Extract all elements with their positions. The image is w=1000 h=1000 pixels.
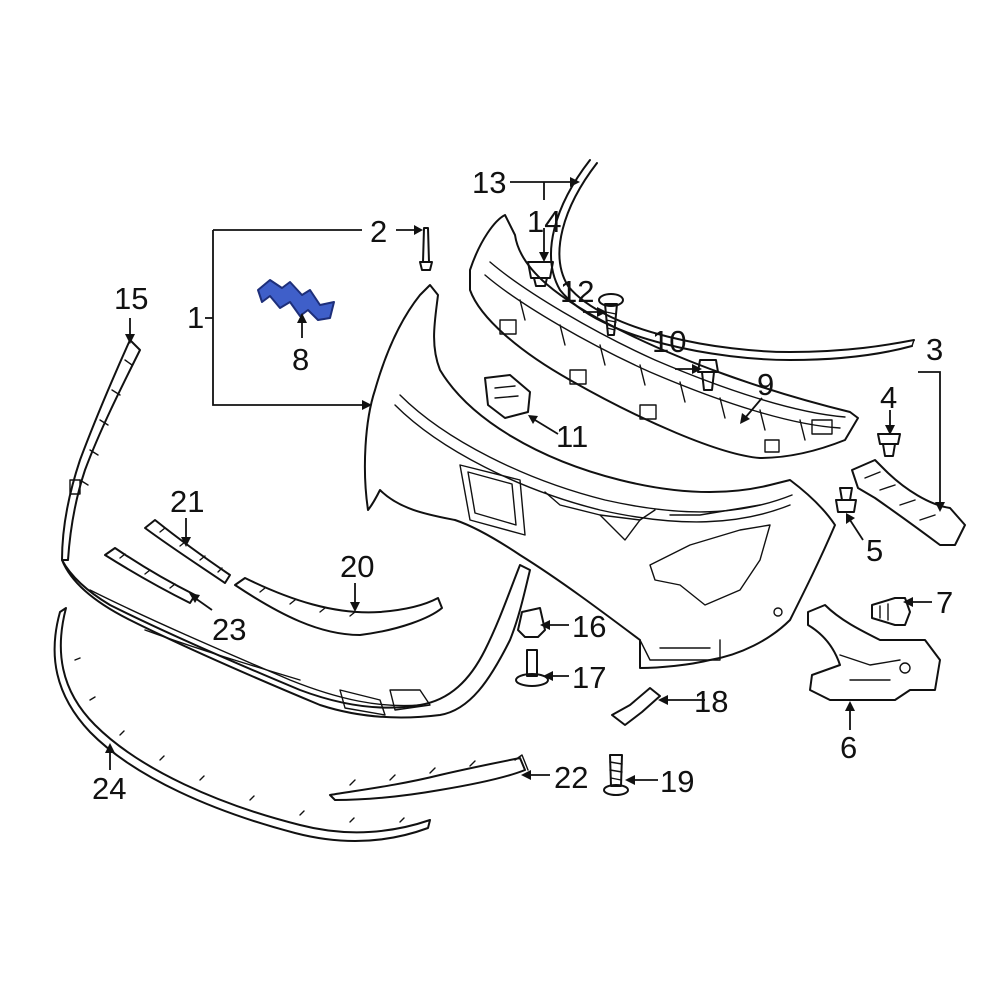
part-2-pin <box>419 227 433 271</box>
part-21-strip <box>144 519 231 584</box>
leader-lines <box>109 181 941 781</box>
callout-22[interactable]: 22 <box>554 760 588 795</box>
callout-3[interactable]: 3 <box>926 332 943 367</box>
part-12-screw <box>598 293 624 336</box>
callout-8[interactable]: 8 <box>292 342 309 377</box>
part-24-lower-lip <box>53 607 431 842</box>
part-22-lower-trim <box>329 754 529 801</box>
part-19-screw <box>603 754 629 796</box>
callout-9[interactable]: 9 <box>757 367 774 402</box>
callout-12[interactable]: 12 <box>560 274 594 309</box>
part-18-connector <box>611 687 661 726</box>
callout-23[interactable]: 23 <box>212 612 246 647</box>
part-13-seal-strip <box>550 159 915 361</box>
callout-10[interactable]: 10 <box>652 324 686 359</box>
part-15-side-bracket <box>61 339 141 561</box>
callout-5[interactable]: 5 <box>866 533 883 568</box>
callout-4[interactable]: 4 <box>880 380 897 415</box>
callout-13[interactable]: 13 <box>472 165 506 200</box>
part-11-bracket <box>484 374 531 419</box>
callout-labels: 1 2 3 4 5 6 7 8 9 10 11 12 13 14 15 16 1… <box>92 165 953 806</box>
part-17-stud <box>515 649 549 687</box>
callout-24[interactable]: 24 <box>92 771 126 806</box>
callout-20[interactable]: 20 <box>340 549 374 584</box>
callout-21[interactable]: 21 <box>170 484 204 519</box>
part-20-strip <box>234 577 443 636</box>
callout-14[interactable]: 14 <box>527 204 561 239</box>
callout-7[interactable]: 7 <box>936 585 953 620</box>
callout-15[interactable]: 15 <box>114 281 148 316</box>
lower-valance <box>61 559 531 719</box>
callout-18[interactable]: 18 <box>694 684 728 719</box>
callout-6[interactable]: 6 <box>840 730 857 765</box>
callout-16[interactable]: 16 <box>572 609 606 644</box>
part-4-clip <box>877 433 901 457</box>
callout-2[interactable]: 2 <box>370 214 387 249</box>
callout-19[interactable]: 19 <box>660 764 694 799</box>
part-9-upper-support <box>469 214 859 459</box>
bumper-cover <box>363 284 836 669</box>
callout-11[interactable]: 11 <box>556 419 588 454</box>
part-5-screw <box>835 487 857 513</box>
part-3-side-bracket <box>851 459 966 546</box>
callout-1[interactable]: 1 <box>187 300 204 335</box>
part-7-bolt <box>871 597 911 626</box>
part-23-strip <box>104 547 196 604</box>
part-8-emblem-highlighted[interactable] <box>257 279 335 321</box>
part-14-clip <box>527 261 554 287</box>
part-16-nut <box>517 607 546 638</box>
part-6-lower-bracket <box>807 604 941 701</box>
callout-17[interactable]: 17 <box>572 660 606 695</box>
arrowheads <box>105 177 945 785</box>
part-10-bolt <box>697 359 719 391</box>
